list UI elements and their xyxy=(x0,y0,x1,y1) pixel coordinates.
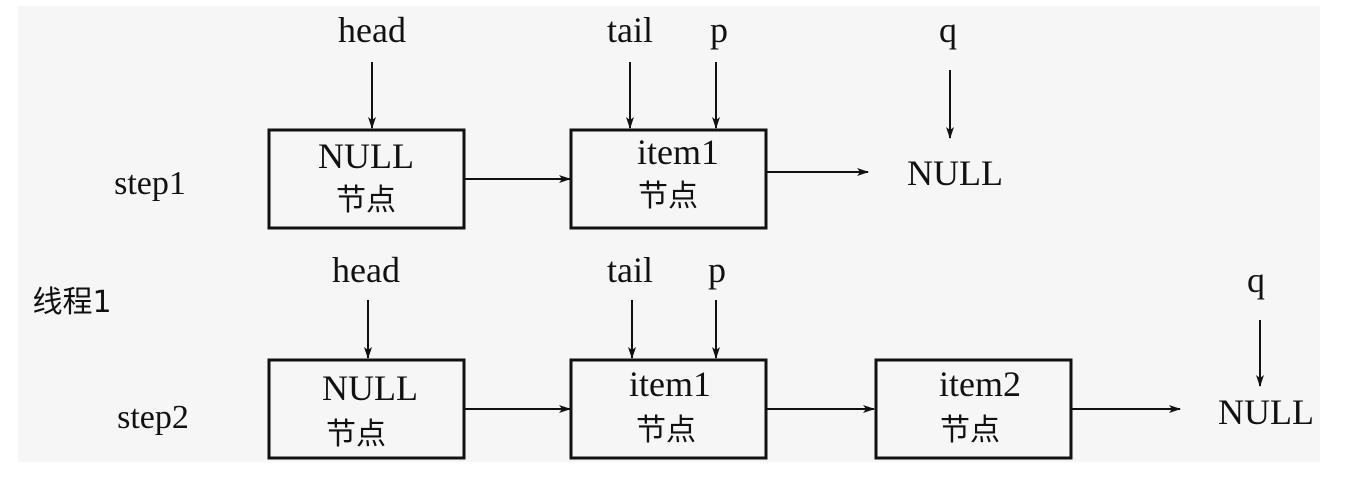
step2-terminal-null: NULL xyxy=(1218,392,1314,432)
step1-item1-node-title: item1 xyxy=(637,132,719,172)
step2-head-pointer-label: head xyxy=(332,250,400,290)
step1-item1-node-subtitle: 节点 xyxy=(638,179,698,214)
step1-null-node-title: NULL xyxy=(318,136,414,176)
step2-item2-node-title: item2 xyxy=(939,364,1021,404)
step2-label: step2 xyxy=(117,399,189,436)
step1-label: step1 xyxy=(114,165,186,202)
step2-item2-node-subtitle: 节点 xyxy=(940,413,1000,448)
step2-q-pointer-label: q xyxy=(1247,260,1265,300)
step2-item2-node: item2 节点 xyxy=(874,358,1073,460)
step1-null-node-subtitle: 节点 xyxy=(336,183,396,218)
step1-tail-pointer-label: tail xyxy=(607,10,653,50)
step2-p-pointer-label: p xyxy=(708,250,726,290)
step2-item1-node-subtitle: 节点 xyxy=(636,413,696,448)
step1-terminal-null: NULL xyxy=(907,153,1003,193)
step1-p-pointer-label: p xyxy=(710,10,728,50)
step2-item1-node: item1 节点 xyxy=(569,358,768,460)
step2-group: head tail p q step2 NULL 节点 item1 xyxy=(117,250,1314,460)
step2-null-node-subtitle: 节点 xyxy=(326,417,386,452)
step1-head-pointer-label: head xyxy=(338,10,406,50)
thread-label: 线程1 xyxy=(32,285,111,320)
step1-q-pointer-label: q xyxy=(939,10,957,50)
step2-null-node-title: NULL xyxy=(322,368,418,408)
step1-item1-node: item1 节点 xyxy=(569,128,768,230)
step2-null-node: NULL 节点 xyxy=(267,358,466,460)
step1-null-node: NULL 节点 xyxy=(267,128,466,230)
step1-group: head tail p q step1 NULL 节点 item1 xyxy=(114,10,1003,230)
step2-item1-node-title: item1 xyxy=(629,364,711,404)
step2-tail-pointer-label: tail xyxy=(607,250,653,290)
